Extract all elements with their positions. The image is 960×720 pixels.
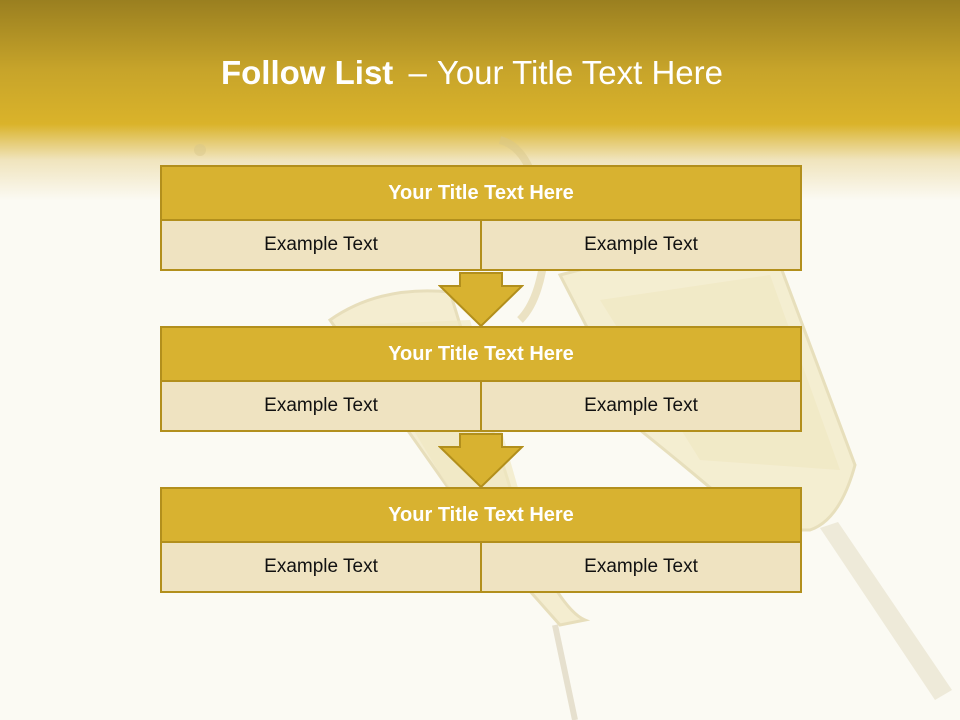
list-block-header: Your Title Text Here [160,487,802,543]
right-glass [557,253,952,700]
list-block-header: Your Title Text Here [160,326,802,382]
list-block-cell-left: Example Text [160,382,482,432]
slide-title-bold: Follow List [220,54,394,91]
list-block-3: Your Title Text Here Example Text Exampl… [160,487,802,593]
slide-title-separator: – [408,54,427,91]
list-block-cell-right: Example Text [482,221,802,271]
list-block-cell-right: Example Text [482,543,802,593]
list-block-cell-left: Example Text [160,221,482,271]
down-arrow-icon [438,272,524,328]
slide-title: Follow List –Your Title Text Here [0,54,944,92]
list-block-1: Your Title Text Here Example Text Exampl… [160,165,802,271]
list-block-row: Example Text Example Text [160,221,802,271]
list-block-header: Your Title Text Here [160,165,802,221]
list-block-2: Your Title Text Here Example Text Exampl… [160,326,802,432]
list-block-cell-right: Example Text [482,382,802,432]
slide-title-rest: Your Title Text Here [436,54,723,91]
list-block-cell-left: Example Text [160,543,482,593]
list-block-row: Example Text Example Text [160,382,802,432]
list-block-row: Example Text Example Text [160,543,802,593]
down-arrow-icon [438,433,524,489]
